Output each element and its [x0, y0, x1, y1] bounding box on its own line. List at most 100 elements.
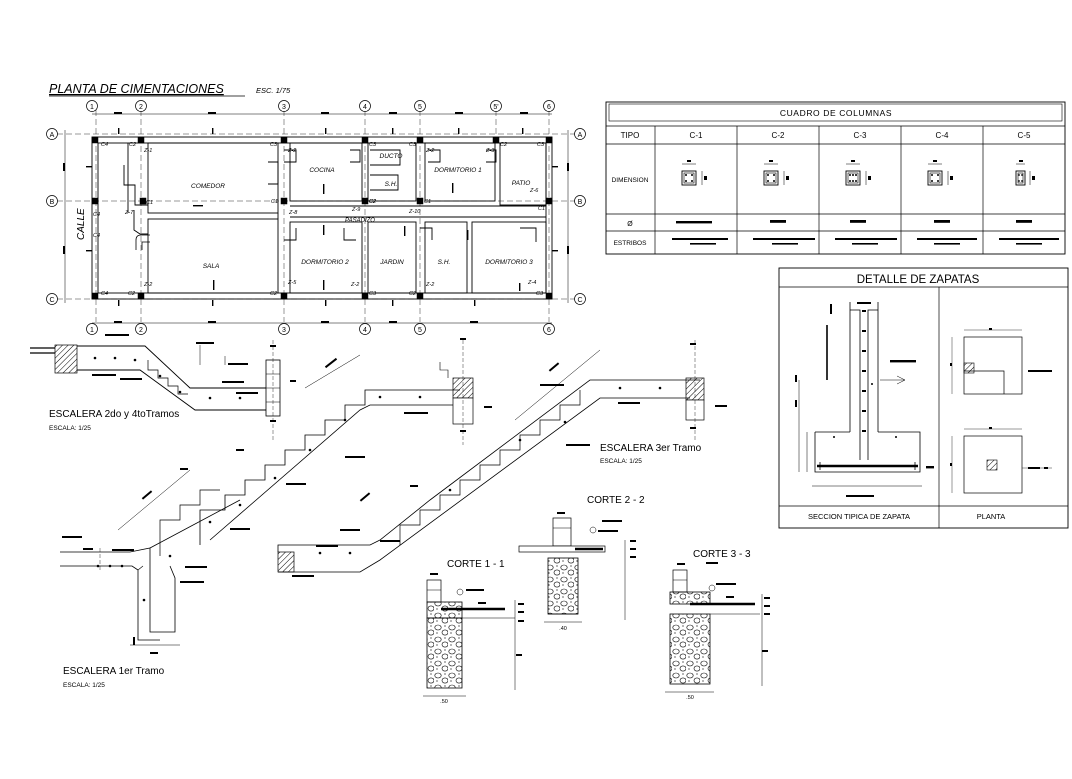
- axis-label: C: [49, 297, 54, 304]
- tag: C1: [424, 199, 431, 205]
- stair-flight-3: ESCALERA 3er Tramo ESCALA: 1/25: [117, 338, 702, 545]
- column-type-c3: C-3: [854, 131, 867, 140]
- cut-3-3-width: .50: [686, 695, 694, 701]
- foundation-plan: PLANTA DE CIMENTACIONES ESC. 1/75: [46, 82, 586, 335]
- stair-flight-1: ESCALERA 1er Tramo ESCALA: 1/25: [60, 489, 241, 689]
- tag: C3: [409, 142, 417, 148]
- axis-label: 6: [547, 327, 551, 334]
- column-section-c2: [763, 160, 789, 186]
- cut-3-3-title: CORTE 3 - 3: [693, 549, 751, 560]
- tag: Z-2: [425, 148, 434, 154]
- footing-plan-caption: PLANTA: [977, 512, 1006, 521]
- room-sh-2: S.H.: [438, 259, 451, 266]
- column-section-c3: [845, 160, 871, 186]
- column-type-c5: C-5: [1018, 131, 1031, 140]
- axis-label: 5: [418, 327, 422, 334]
- column-section-c5: [1015, 160, 1035, 186]
- room-dormitorio-2: DORMITORIO 2: [301, 259, 349, 266]
- plan-title: PLANTA DE CIMENTACIONES: [49, 82, 224, 96]
- axis-label: 4: [363, 104, 367, 111]
- cut-2-2-title: CORTE 2 - 2: [587, 495, 645, 506]
- axis-label: 4: [363, 327, 367, 334]
- room-ducto: DUCTO: [380, 153, 403, 160]
- tag: Z-5: [287, 280, 297, 286]
- stair-flight-upper-right: [277, 340, 727, 577]
- tag: C2: [369, 199, 376, 205]
- stair-1-title: ESCALERA 1er Tramo: [63, 666, 165, 677]
- room-sala: SALA: [203, 263, 220, 270]
- axis-label: C: [577, 297, 582, 304]
- axis-label: 6: [547, 104, 551, 111]
- column-type-c4: C-4: [936, 131, 949, 140]
- cut-1-1-width: .50: [440, 699, 448, 705]
- room-labels: COMEDOR SALA COCINA DUCTO S.H. DORMITORI…: [191, 153, 533, 270]
- tag: Z-7: [124, 210, 134, 216]
- tag: Z-3: [485, 148, 495, 154]
- room-cocina: COCINA: [309, 167, 334, 174]
- stair-3-title: ESCALERA 3er Tramo: [600, 443, 702, 454]
- room-pasadizo: PASADIZO: [345, 218, 375, 224]
- columns-table: CUADRO DE COLUMNAS TIPO DIMENSION Ø ESTR…: [605, 101, 1066, 255]
- row-label-dimension: DIMENSION: [612, 177, 649, 184]
- cut-3-3: CORTE 3 - 3 .50: [665, 549, 770, 701]
- cut-2-2-width: .40: [559, 626, 567, 632]
- axis-bubbles-top: 1 2 3 4 5 5' 6: [86, 100, 555, 112]
- stair-flight-2-4: ESCALERA 2do y 4toTramos ESCALA: 1/25: [30, 334, 296, 440]
- stair-2-4-title: ESCALERA 2do y 4toTramos: [49, 409, 179, 420]
- axis-label: 3: [282, 104, 286, 111]
- tag: Z-2: [143, 282, 152, 288]
- room-patio: PATIO: [512, 180, 531, 187]
- stair-2-4-scale: ESCALA: 1/25: [49, 425, 91, 432]
- tag: C2: [409, 291, 416, 297]
- axis-bubbles-bottom: 1 2 3 4 5 6: [86, 323, 555, 335]
- element-tags: C4 C2 Z-1 C3 Z-2 C3 C3 Z-2 Z-3 C2 C3 Z-6…: [93, 142, 545, 297]
- column-section-c4: [927, 160, 953, 186]
- footing-section-caption: SECCION TIPICA DE ZAPATA: [808, 512, 910, 521]
- tag: Z-6: [529, 188, 539, 194]
- column-type-c1: C-1: [690, 131, 703, 140]
- axis-label: 5': [493, 104, 498, 111]
- axis-label: A: [50, 132, 55, 139]
- room-dormitorio-1: DORMITORIO 1: [434, 167, 482, 174]
- street-label: CALLE: [76, 208, 87, 240]
- column-section-c1: [681, 160, 707, 186]
- row-label-tipo: TIPO: [621, 131, 640, 140]
- axis-bubbles-side: A B C A B C: [46, 128, 586, 305]
- columns-table-title: CUADRO DE COLUMNAS: [780, 108, 892, 118]
- axis-label: 1: [90, 104, 94, 111]
- tag: C1: [146, 200, 153, 206]
- tag: Z-2: [287, 148, 296, 154]
- tag: Z-8: [288, 210, 298, 216]
- plan-scale: ESC. 1/75: [256, 86, 291, 95]
- footing-detail: DETALLE DE ZAPATAS SECCION TIPICA DE ZAP…: [778, 267, 1069, 529]
- axis-label: B: [578, 199, 583, 206]
- tag: Z-2: [425, 282, 434, 288]
- tag: C2: [369, 199, 376, 205]
- tag: C3: [270, 142, 278, 148]
- footing-title: DETALLE DE ZAPATAS: [857, 274, 980, 286]
- tag: C3: [369, 142, 377, 148]
- tag: C4: [93, 233, 100, 239]
- axis-label: 2: [139, 327, 143, 334]
- stair-1-scale: ESCALA: 1/25: [63, 682, 105, 689]
- room-sh-1: S.H.: [385, 181, 398, 188]
- column-type-c2: C-2: [772, 131, 785, 140]
- axis-label: 2: [139, 104, 143, 111]
- axis-label: 3: [282, 327, 286, 334]
- tag: C1: [271, 199, 278, 205]
- tag: Z-1: [143, 148, 152, 154]
- tag: C4: [101, 291, 108, 297]
- tag: Z-9: [351, 207, 360, 213]
- room-dormitorio-3: DORMITORIO 3: [485, 259, 533, 266]
- axis-label: B: [50, 199, 55, 206]
- tag: C2: [128, 291, 135, 297]
- tag: Z-2: [350, 282, 359, 288]
- tag: C3: [537, 142, 545, 148]
- cut-1-1-title: CORTE 1 - 1: [447, 559, 505, 570]
- row-label-diameter: Ø: [627, 221, 633, 228]
- tag: C2: [270, 291, 277, 297]
- tag: C3: [369, 291, 377, 297]
- cut-2-2: CORTE 2 - 2 .40: [518, 495, 645, 632]
- tag: C1: [538, 206, 545, 212]
